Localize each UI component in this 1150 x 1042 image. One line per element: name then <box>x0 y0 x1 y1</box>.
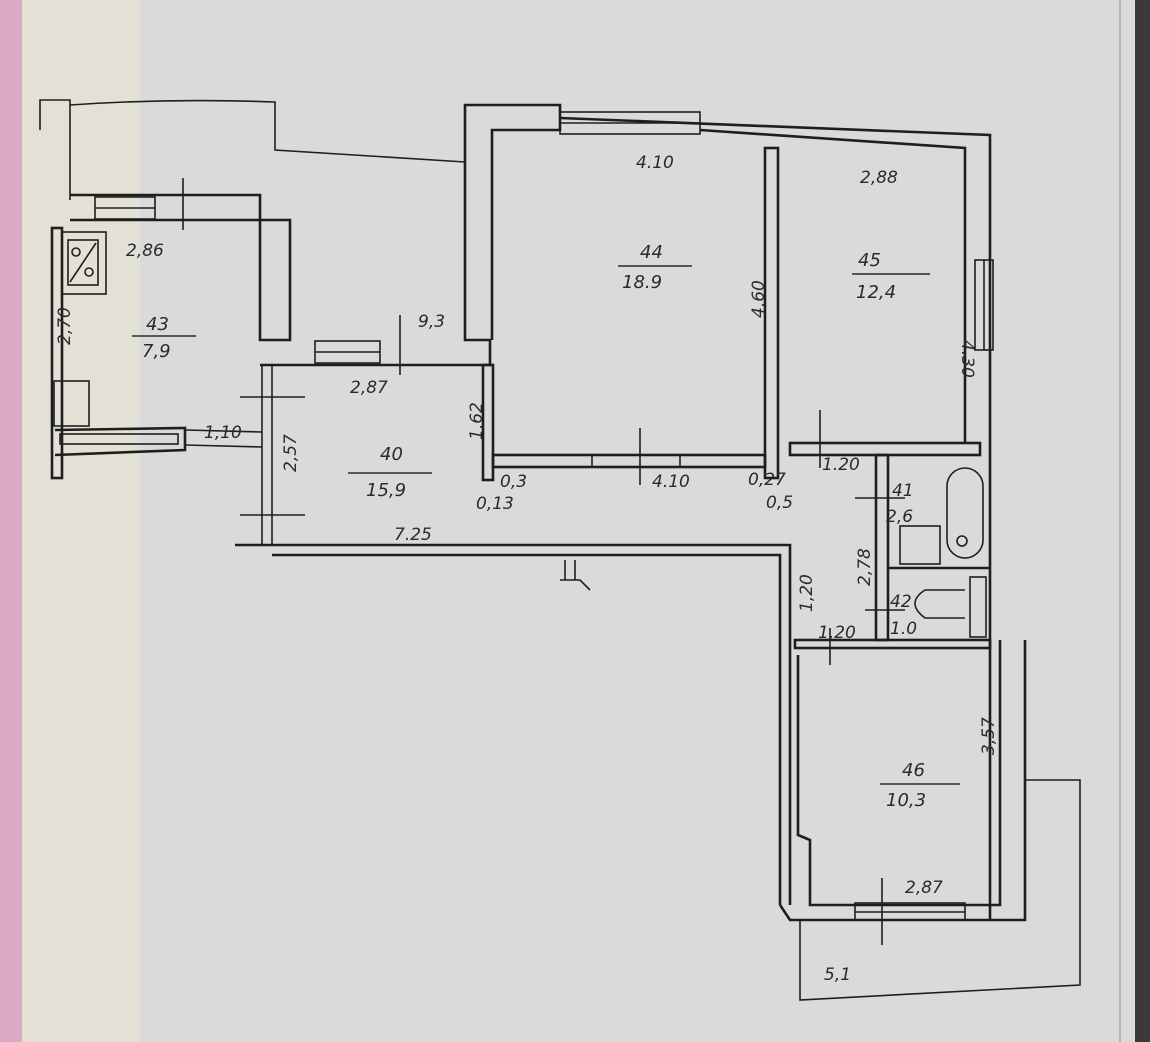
dim-label: 2,86 <box>126 241 164 261</box>
dim-label: 0,13 <box>476 494 514 514</box>
walls <box>39 99 1081 1001</box>
dim-label: 1.20 <box>822 455 860 475</box>
dim-label: 0,3 <box>500 472 527 492</box>
dim-label: 3,57 <box>979 717 999 755</box>
room-area: 2,6 <box>886 507 913 527</box>
room-42: 42 1.0 <box>890 592 917 639</box>
dim-label: 2,78 <box>855 548 875 586</box>
room-45: 45 12,4 <box>852 250 930 303</box>
margin-band <box>22 0 140 1042</box>
room-43: 43 7,9 <box>132 314 196 362</box>
dim-label: 2,87 <box>350 378 388 398</box>
room-area: 1.0 <box>890 619 917 639</box>
dim-label: 2,70 <box>55 307 75 345</box>
room-area: 10,3 <box>886 790 926 811</box>
room-46: 46 10,3 <box>880 760 960 811</box>
dim-label: 4.10 <box>636 153 674 173</box>
dim-label: 1,20 <box>797 574 817 612</box>
dim-label: 0,27 <box>748 470 786 490</box>
dim-label: 7.25 <box>394 525 432 545</box>
dim-label: 1,10 <box>204 423 242 443</box>
room-number: 41 <box>892 481 914 501</box>
dim-label: 0,5 <box>766 493 793 513</box>
dim-label: 1,20 <box>818 623 856 643</box>
dim-label: 4.10 <box>652 472 690 492</box>
dim-label: 5,1 <box>824 965 851 985</box>
room-area: 7,9 <box>142 341 171 362</box>
security-paper-strip <box>0 0 22 1042</box>
room-number: 40 <box>380 444 403 465</box>
room-44: 44 18.9 <box>618 242 692 293</box>
room-area: 12,4 <box>856 282 896 303</box>
page-edge <box>1135 0 1150 1042</box>
dim-label: 2,57 <box>281 434 301 472</box>
room-number: 43 <box>146 314 169 335</box>
dim-label: 4.30 <box>957 340 977 378</box>
dim-label: 9,3 <box>418 312 445 332</box>
room-area: 15,9 <box>366 480 406 501</box>
room-40: 40 15,9 <box>348 444 432 501</box>
room-number: 46 <box>902 760 925 781</box>
dim-label: 2,87 <box>905 878 943 898</box>
dim-label: 4.60 <box>749 280 769 318</box>
room-number: 45 <box>858 250 881 271</box>
room-41: 41 2,6 <box>886 481 914 527</box>
dim-label: 2,88 <box>860 168 898 188</box>
room-number: 44 <box>640 242 663 263</box>
room-area: 18.9 <box>622 272 662 293</box>
dim-label: 1,62 <box>467 402 487 440</box>
dimension-labels: 4.10 2,88 4.60 4.30 2,86 2,70 9,3 2,87 1… <box>55 153 999 985</box>
room-number: 42 <box>890 592 912 612</box>
